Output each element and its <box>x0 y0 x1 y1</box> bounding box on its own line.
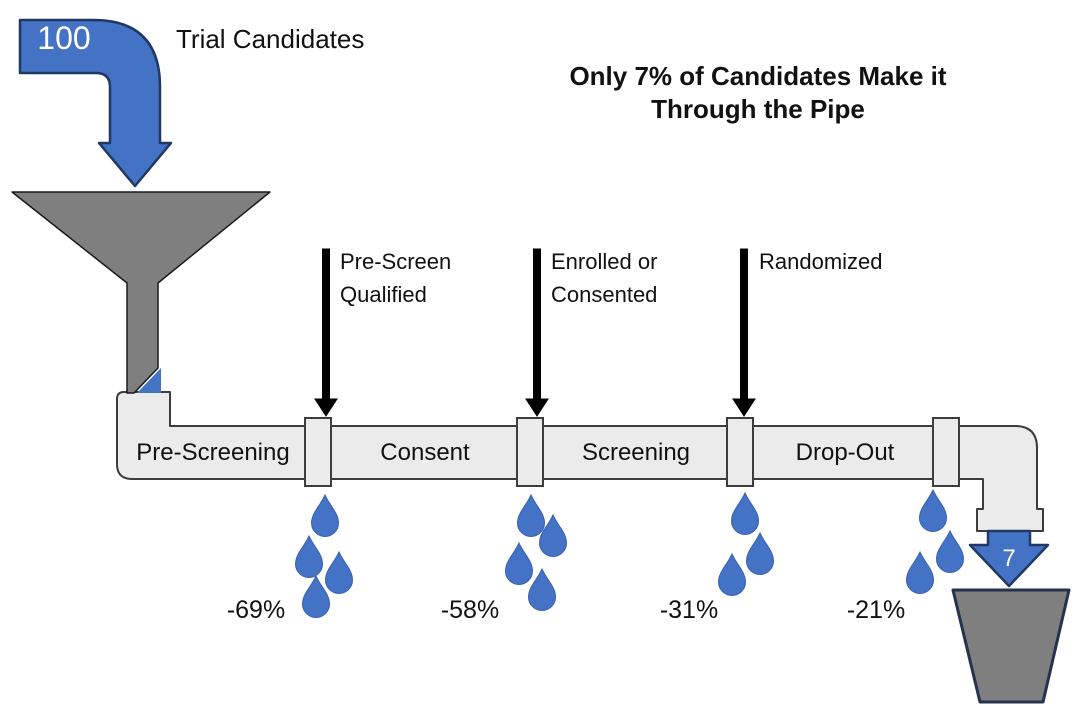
water-drop-icon <box>301 574 331 618</box>
marker-arrow-icon <box>525 248 549 417</box>
funnel-icon <box>11 191 271 394</box>
pipe-coupling <box>304 417 332 487</box>
inflow-count: 100 <box>37 20 91 56</box>
marker-label-randomized: Randomized <box>759 249 883 274</box>
pipe-stage-screening: Screening <box>581 439 691 466</box>
pipe-coupling <box>932 417 960 487</box>
water-drop-icon <box>516 493 546 537</box>
water-stream-icon <box>137 368 161 393</box>
water-drop-icon <box>730 491 760 535</box>
pipe-coupling <box>726 417 754 487</box>
marker-arrow-icon <box>314 248 338 417</box>
pipe-stage-consent: Consent <box>380 439 470 466</box>
inflow-arrow-icon <box>18 18 173 188</box>
marker-arrow-icon <box>732 248 756 417</box>
pipe-stage-drop-out: Drop-Out <box>795 439 895 466</box>
water-drop-icon <box>935 529 965 573</box>
water-drop-icon <box>527 567 557 611</box>
water-drop-icon <box>905 550 935 594</box>
inflow-label: Trial Candidates <box>176 24 365 54</box>
collection-bucket-icon <box>951 588 1071 704</box>
marker-label-enrolled-or-consented: Enrolled or Consented <box>551 249 664 307</box>
outflow-arrow-icon <box>968 529 1050 588</box>
water-drop-icon <box>310 493 340 537</box>
loss-percent-screening: -31% <box>659 596 719 624</box>
pipe-stage-pre-screening: Pre-Screening <box>136 439 290 466</box>
outflow-count: 7 <box>1002 545 1016 572</box>
water-drop-icon <box>324 550 354 594</box>
diagram-title: Only 7% of Candidates Make it Through th… <box>569 61 954 124</box>
water-drop-icon <box>538 513 568 557</box>
pipe-coupling <box>516 417 544 487</box>
drops-layer <box>294 488 965 618</box>
loss-percent-consent: -58% <box>440 596 500 624</box>
water-drop-icon <box>745 531 775 575</box>
water-drop-icon <box>918 488 948 532</box>
water-drop-icon <box>504 541 534 585</box>
pipe-elbow <box>949 425 1044 532</box>
loss-percent-pre-screening: -69% <box>226 596 286 624</box>
loss-percent-drop-out: -21% <box>846 596 906 624</box>
water-drop-icon <box>717 552 747 596</box>
marker-label-pre-screen-qualified: Pre-Screen Qualified <box>340 249 458 307</box>
water-drop-icon <box>294 534 324 578</box>
